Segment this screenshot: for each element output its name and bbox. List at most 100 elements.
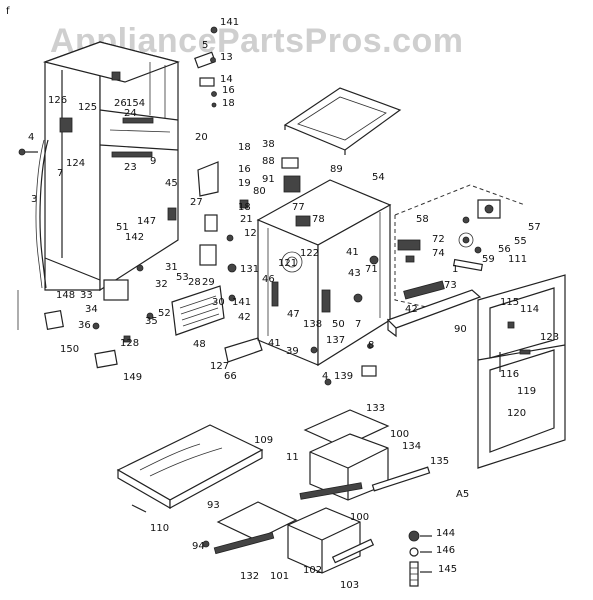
part-label: 47 bbox=[287, 309, 300, 320]
part-label: 74 bbox=[432, 248, 445, 259]
part-label: 46 bbox=[262, 274, 275, 285]
part-label: 34 bbox=[85, 304, 98, 315]
part-label: 141 bbox=[232, 297, 251, 308]
tray-90 bbox=[386, 280, 482, 338]
part-label: 7 bbox=[57, 168, 63, 179]
part-label: 135 bbox=[430, 456, 449, 467]
part-label: 103 bbox=[340, 580, 359, 591]
part-label: 18 bbox=[238, 202, 251, 213]
model-code: A5 bbox=[456, 489, 469, 500]
part-label: 128 bbox=[120, 338, 139, 349]
top-hinge-parts bbox=[194, 26, 218, 108]
part-label: 90 bbox=[454, 324, 467, 335]
part-label: 131 bbox=[240, 264, 259, 275]
part-label: 149 bbox=[123, 372, 142, 383]
part-label: 127 bbox=[210, 361, 229, 372]
part-label: 21 bbox=[240, 214, 253, 225]
part-label: 110 bbox=[150, 523, 169, 534]
control-parts bbox=[167, 157, 301, 302]
part-label: 139 bbox=[334, 371, 353, 382]
part-label: 31 bbox=[165, 262, 178, 273]
part-label: 80 bbox=[253, 186, 266, 197]
part-label: 23 bbox=[124, 162, 137, 173]
part-label: 144 bbox=[436, 528, 455, 539]
part-label: 59 bbox=[482, 254, 495, 265]
part-label: 145 bbox=[438, 564, 457, 575]
part-label: 50 bbox=[332, 319, 345, 330]
part-label: 134 bbox=[402, 441, 421, 452]
part-label: 102 bbox=[303, 565, 322, 576]
part-label: 54 bbox=[372, 172, 385, 183]
part-label: 53 bbox=[176, 272, 189, 283]
part-label: 13 bbox=[220, 52, 233, 63]
part-label: 147 bbox=[137, 216, 156, 227]
part-label: 146 bbox=[436, 545, 455, 556]
part-label: 33 bbox=[80, 290, 93, 301]
part-label: 73 bbox=[444, 280, 457, 291]
part-label: 3 bbox=[31, 194, 37, 205]
part-label: 16 bbox=[238, 164, 251, 175]
part-label: 94 bbox=[192, 541, 205, 552]
part-label: 137 bbox=[326, 335, 345, 346]
part-label: 150 bbox=[60, 344, 79, 355]
part-label: 18 bbox=[238, 142, 251, 153]
part-label: 11 bbox=[286, 452, 299, 463]
part-label: 39 bbox=[286, 346, 299, 357]
part-label: 4 bbox=[28, 132, 34, 143]
part-label: 16 bbox=[222, 85, 235, 96]
part-label: 132 bbox=[240, 571, 259, 582]
part-label: 115 bbox=[500, 297, 519, 308]
part-label: 5 bbox=[202, 40, 208, 51]
part-label: 101 bbox=[270, 571, 289, 582]
part-label: 45 bbox=[165, 178, 178, 189]
part-label: 89 bbox=[330, 164, 343, 175]
part-label: 27 bbox=[190, 197, 203, 208]
part-label: 4 bbox=[322, 371, 328, 382]
part-label: 56 bbox=[498, 244, 511, 255]
part-label: 58 bbox=[416, 214, 429, 225]
lower-left-parts bbox=[44, 264, 154, 369]
part-label: 19 bbox=[238, 178, 251, 189]
part-label: 12 bbox=[244, 228, 257, 239]
part-label: 93 bbox=[207, 500, 220, 511]
part-label: 41 bbox=[268, 338, 281, 349]
part-label: 32 bbox=[155, 279, 168, 290]
part-label: 20 bbox=[195, 132, 208, 143]
part-label: 142 bbox=[125, 232, 144, 243]
part-label: 91 bbox=[262, 174, 275, 185]
door-gasket bbox=[477, 274, 566, 469]
part-label: 24 bbox=[124, 108, 137, 119]
part-label: 148 bbox=[56, 290, 75, 301]
part-label: 35 bbox=[145, 316, 158, 327]
part-label: 121 bbox=[278, 258, 297, 269]
wire-harness bbox=[18, 139, 49, 289]
drip-tray-109 bbox=[116, 424, 264, 513]
part-label: 116 bbox=[500, 369, 519, 380]
part-label: 77 bbox=[292, 202, 305, 213]
part-label: 1 bbox=[452, 264, 458, 275]
part-label: 29 bbox=[202, 277, 215, 288]
part-label: 18 bbox=[222, 98, 235, 109]
crisper-upper bbox=[299, 409, 431, 501]
part-label: 78 bbox=[312, 214, 325, 225]
part-label: 100 bbox=[350, 512, 369, 523]
part-label: 66 bbox=[224, 371, 237, 382]
part-label: 30 bbox=[212, 297, 225, 308]
part-label: 42 bbox=[238, 312, 251, 323]
part-label: 126 bbox=[48, 95, 67, 106]
part-label: 57 bbox=[528, 222, 541, 233]
part-label: 26 bbox=[114, 98, 127, 109]
leveling-leg bbox=[408, 530, 432, 587]
part-label: 8 bbox=[368, 340, 374, 351]
part-label: 119 bbox=[517, 386, 536, 397]
part-label: 120 bbox=[507, 408, 526, 419]
part-label: 124 bbox=[66, 158, 85, 169]
part-label: 72 bbox=[432, 234, 445, 245]
part-label: 43 bbox=[348, 268, 361, 279]
part-label: 48 bbox=[193, 339, 206, 350]
shelf-38 bbox=[283, 87, 402, 155]
part-label: 41 bbox=[346, 247, 359, 258]
part-label: 123 bbox=[540, 332, 559, 343]
